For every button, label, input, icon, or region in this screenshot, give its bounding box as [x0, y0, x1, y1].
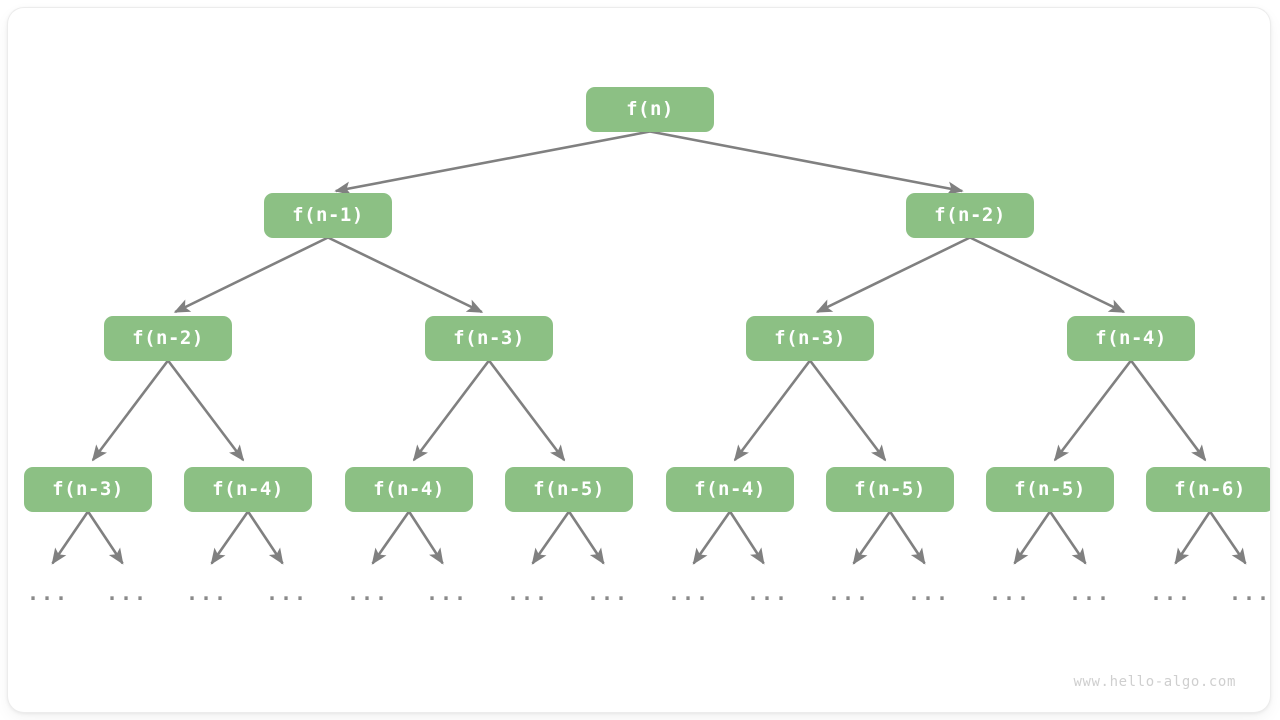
tree-node-label: f(n-6)	[1174, 477, 1246, 500]
tree-node-label: f(n-4)	[212, 477, 284, 500]
edges-group	[51, 130, 1247, 565]
tree-leaf-edge-4	[371, 510, 411, 565]
leaf-ellipsis-13: ...	[1068, 581, 1112, 605]
diagram-card: f(n) f(n-1) f(n-2) f(n-2) f(n-3) f(n-3) f(n-4)…	[8, 8, 1270, 712]
tree-node-label: f(n-3)	[52, 477, 124, 500]
tree-node-n7: f(n-3)	[24, 466, 152, 512]
tree-leaf-edge-6	[531, 510, 571, 565]
tree-edge-n5-n11	[733, 359, 812, 462]
tree-node-n13: f(n-5)	[986, 466, 1114, 512]
tree-node-n14: f(n-6)	[1146, 466, 1270, 512]
tree-node-n5: f(n-3)	[746, 315, 874, 361]
tree-node-label: f(n-3)	[453, 326, 525, 349]
tree-node-label: f(n-4)	[1095, 326, 1167, 349]
tree-leaf-edge-2	[210, 510, 250, 565]
tree-edge-n4-n9	[412, 359, 491, 462]
tree-node-label: f(n-1)	[292, 203, 364, 226]
tree-edges-layer	[51, 130, 1247, 565]
tree-edge-n6-n13	[1053, 359, 1133, 462]
tree-leaf-edge-9	[728, 510, 765, 565]
tree-node-label: f(n-3)	[774, 326, 846, 349]
tree-edge-n3-n8	[166, 359, 245, 462]
tree-node-n3: f(n-2)	[104, 315, 232, 361]
tree-node-label: f(n-5)	[1014, 477, 1086, 500]
tree-leaf-edge-8	[692, 510, 732, 565]
leaf-ellipsis-14: ...	[1149, 581, 1193, 605]
tree-node-n11: f(n-4)	[666, 466, 794, 512]
tree-node-label: f(n-4)	[373, 477, 445, 500]
tree-edge-n5-n12	[808, 359, 887, 462]
tree-leaf-edge-10	[852, 510, 892, 565]
tree-edge-n4-n10	[487, 359, 566, 462]
tree-leaf-edge-5	[407, 510, 444, 565]
tree-node-n6: f(n-4)	[1067, 315, 1195, 361]
tree-node-label: f(n-5)	[533, 477, 605, 500]
tree-edge-n0-n1	[334, 130, 651, 195]
tree-edge-n6-n14	[1129, 359, 1207, 462]
leaf-ellipsis-6: ...	[506, 581, 550, 605]
tree-node-n2: f(n-2)	[906, 192, 1034, 238]
leaf-ellipsis-7: ...	[586, 581, 630, 605]
leaf-ellipsis-3: ...	[265, 581, 309, 605]
leaf-ellipsis-15: ...	[1228, 581, 1270, 605]
tree-leaf-edge-0	[51, 510, 90, 565]
leaf-ellipsis-8: ...	[667, 581, 711, 605]
tree-edge-n0-n2	[649, 130, 964, 195]
tree-edge-n1-n3	[173, 236, 329, 314]
tree-node-n10: f(n-5)	[505, 466, 633, 512]
tree-node-n1: f(n-1)	[264, 192, 392, 238]
leaf-ellipsis-2: ...	[185, 581, 229, 605]
leaf-ellipsis-4: ...	[346, 581, 390, 605]
tree-node-n0: f(n)	[586, 86, 714, 132]
watermark-text: www.hello-algo.com	[1073, 674, 1236, 690]
tree-leaf-edge-7	[567, 510, 605, 565]
tree-node-label: f(n)	[626, 97, 674, 120]
tree-leaf-edge-1	[86, 510, 124, 565]
leaf-ellipsis-1: ...	[105, 581, 149, 605]
tree-edge-n3-n7	[91, 359, 170, 462]
leaf-ellipsis-9: ...	[746, 581, 790, 605]
tree-leaf-edge-11	[888, 510, 926, 565]
tree-leaf-edge-14	[1174, 510, 1212, 565]
tree-edge-n2-n6	[969, 236, 1126, 314]
tree-node-label: f(n-2)	[934, 203, 1006, 226]
tree-leaf-edge-3	[246, 510, 284, 565]
tree-leaf-edge-12	[1013, 510, 1052, 565]
tree-node-n8: f(n-4)	[184, 466, 312, 512]
leaf-ellipsis-0: ...	[26, 581, 70, 605]
tree-node-label: f(n-2)	[132, 326, 204, 349]
tree-node-label: f(n-4)	[694, 477, 766, 500]
leaf-ellipsis-12: ...	[988, 581, 1032, 605]
tree-edge-n1-n4	[327, 236, 484, 314]
tree-leaf-edge-13	[1048, 510, 1087, 565]
tree-node-n12: f(n-5)	[826, 466, 954, 512]
tree-node-n4: f(n-3)	[425, 315, 553, 361]
tree-edge-n2-n5	[815, 236, 971, 314]
tree-node-n9: f(n-4)	[345, 466, 473, 512]
leaf-ellipsis-10: ...	[827, 581, 871, 605]
tree-leaf-edge-15	[1208, 510, 1247, 565]
leaf-ellipsis-11: ...	[907, 581, 951, 605]
leaf-ellipsis-5: ...	[425, 581, 469, 605]
tree-node-label: f(n-5)	[854, 477, 926, 500]
